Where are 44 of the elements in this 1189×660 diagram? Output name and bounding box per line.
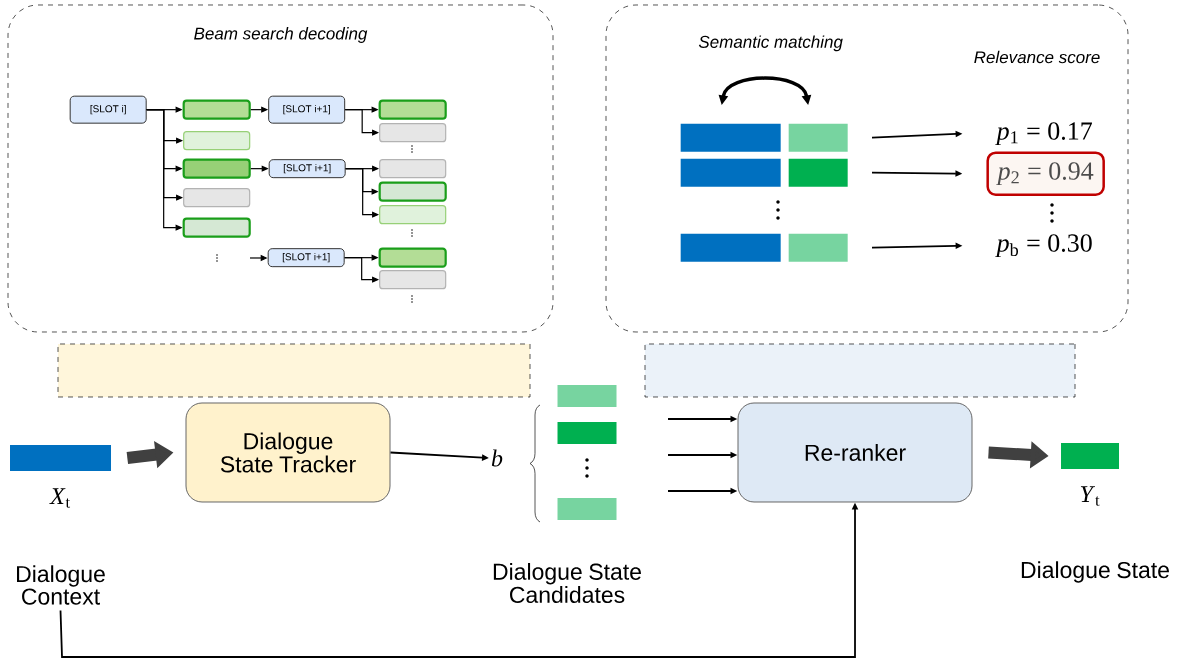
process-box: Re-ranker — [737, 402, 973, 503]
slot-box: [SLOT i+1] — [268, 159, 346, 179]
arrow — [344, 257, 379, 283]
edge-label: Semantic matching — [696, 33, 845, 53]
candidate-box — [378, 99, 447, 120]
highlighted-score: p$_{2}$ = 0.94 — [986, 151, 1105, 196]
zoom-funnel — [644, 343, 1076, 398]
candidate-box — [379, 123, 447, 143]
candidate-box — [182, 99, 251, 120]
slot-box: [SLOT i+1] — [267, 248, 345, 268]
process-box: Dialogue State Tracker — [185, 402, 391, 503]
state-bar — [557, 422, 617, 444]
state-bar — [788, 233, 848, 262]
candidate-box — [379, 205, 447, 225]
caption-text: Dialogue State Candidates — [493, 563, 641, 603]
state-bar — [680, 123, 781, 152]
score-text: p$_{1}$ = 0.17 — [995, 122, 1092, 146]
caption-text: Dialogue State — [1021, 561, 1169, 583]
state-bar — [557, 498, 617, 520]
state-bar — [788, 158, 848, 187]
candidate-box — [379, 270, 447, 290]
variable-label: b — [491, 449, 503, 467]
candidate-box — [183, 131, 251, 151]
candidate-box — [379, 159, 447, 179]
state-bar — [680, 158, 781, 187]
zoom-funnel — [57, 343, 531, 398]
state-bar — [557, 385, 617, 407]
candidate-box — [378, 181, 447, 202]
arrow — [344, 109, 379, 136]
variable-label: Y$_{t}$ — [1080, 486, 1100, 506]
slot-box: [SLOT i] — [69, 95, 147, 124]
arrow — [345, 168, 379, 218]
dashed-panel — [605, 4, 1129, 333]
candidate-box — [378, 247, 447, 268]
candidate-box — [182, 158, 251, 179]
score-text: p$_{b}$ = 0.30 — [995, 234, 1092, 258]
state-bar — [680, 233, 781, 262]
column-heading: Relevance score — [974, 50, 1100, 64]
variable-label: X$_{t}$ — [49, 488, 71, 508]
candidate-box — [182, 217, 251, 238]
candidate-box — [183, 188, 251, 208]
slot-box: [SLOT i+1] — [268, 95, 346, 124]
caption-text: Dialogue Context — [17, 565, 105, 605]
state-bar — [788, 123, 848, 152]
